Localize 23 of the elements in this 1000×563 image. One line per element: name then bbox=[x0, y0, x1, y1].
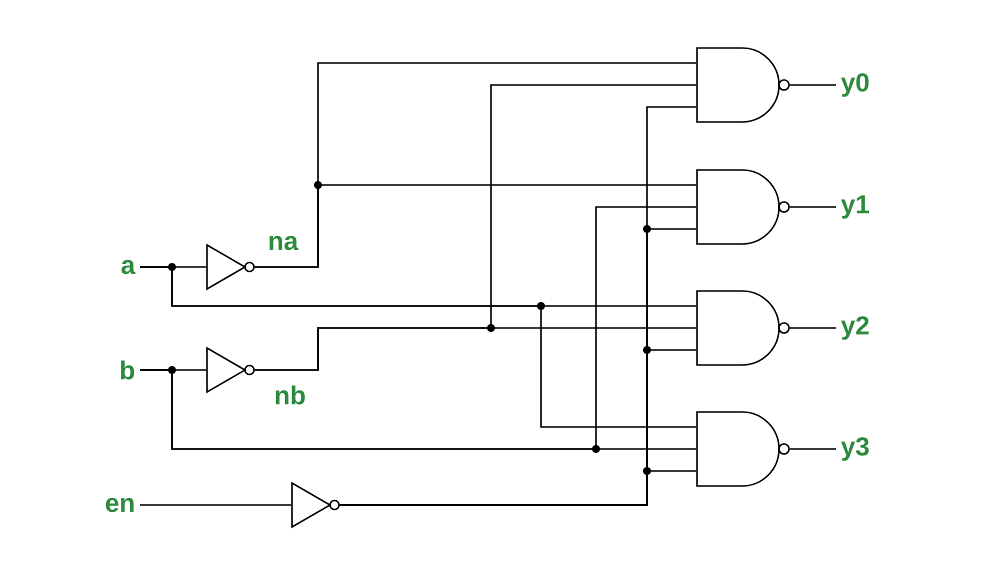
wire-label: nb bbox=[276, 385, 305, 405]
signal-label: a bbox=[122, 260, 136, 274]
wire bbox=[140, 504, 292, 506]
signal-label: y3 bbox=[841, 437, 869, 461]
signal-label: y0 bbox=[841, 73, 869, 97]
wire bbox=[340, 470, 696, 506]
wire bbox=[254, 84, 696, 371]
nand-gate bbox=[696, 290, 790, 366]
wire bbox=[790, 206, 836, 208]
wire bbox=[254, 184, 696, 268]
signal-label: y2 bbox=[841, 316, 869, 340]
wire bbox=[790, 84, 836, 86]
nand-gate bbox=[696, 411, 790, 487]
signal-label: en bbox=[106, 498, 134, 512]
wire-label: na bbox=[270, 236, 298, 250]
wire bbox=[790, 448, 836, 450]
signal-label: y1 bbox=[841, 195, 869, 219]
nand-gate bbox=[696, 169, 790, 245]
wire bbox=[140, 266, 696, 428]
wire bbox=[140, 206, 696, 450]
nand-gate bbox=[696, 47, 790, 123]
wire bbox=[790, 327, 836, 329]
signal-label: b bbox=[121, 360, 134, 380]
